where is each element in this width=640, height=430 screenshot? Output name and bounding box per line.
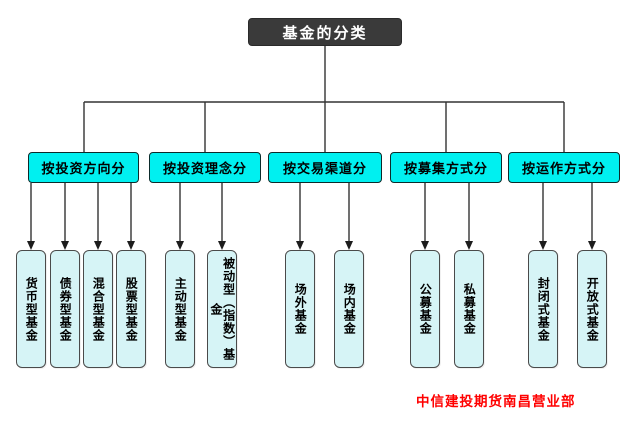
category-trading-channel: 按交易渠道分 [268, 152, 382, 183]
category-label: 按投资方向分 [41, 161, 126, 176]
leaf-open-end-fund: 开放式基金 [577, 250, 607, 368]
leaf-label: 私募基金 [462, 283, 477, 335]
leaf-bond-fund: 债券型基金 [50, 250, 80, 368]
leaf-hybrid-fund: 混合型基金 [83, 250, 113, 368]
leaf-otc-fund: 场外基金 [285, 250, 315, 368]
category-label: 按投资理念分 [162, 161, 247, 176]
category-investment-direction: 按投资方向分 [28, 152, 139, 183]
category-fundraising-method: 按募集方式分 [390, 152, 502, 183]
diagram-title-label: 基金的分类 [282, 24, 368, 42]
leaf-label: 货币型基金 [24, 276, 39, 342]
category-label: 按运作方式分 [521, 161, 606, 176]
leaf-closed-end-fund: 封闭式基金 [528, 250, 558, 368]
leaf-label: 债券型基金 [58, 276, 73, 342]
leaf-label: 场外基金 [293, 283, 308, 335]
category-label: 按交易渠道分 [282, 161, 367, 176]
leaf-active-fund: 主动型基金 [165, 250, 195, 368]
branding-watermark: 中信建投期货南昌营业部 [416, 394, 576, 409]
leaf-passive-index-fund: 被动型（指数）基金 [207, 250, 237, 368]
leaf-label: 开放式基金 [585, 276, 600, 342]
category-operation-method: 按运作方式分 [508, 152, 620, 183]
category-investment-philosophy: 按投资理念分 [149, 152, 261, 183]
arrowheads [27, 241, 596, 250]
leaf-currency-fund: 货币型基金 [16, 250, 46, 368]
leaf-label: 股票型基金 [124, 276, 139, 342]
leaf-label: 被动型（指数）基金 [209, 257, 236, 361]
leaf-public-fund: 公募基金 [410, 250, 440, 368]
leaf-label: 公募基金 [418, 283, 433, 335]
leaf-label: 混合型基金 [91, 276, 106, 342]
leaf-label: 封闭式基金 [536, 276, 551, 342]
leaf-private-fund: 私募基金 [454, 250, 484, 368]
leaf-label: 主动型基金 [173, 276, 188, 342]
diagram-title: 基金的分类 [248, 18, 402, 46]
leaf-exchange-fund: 场内基金 [334, 250, 364, 368]
category-label: 按募集方式分 [403, 161, 488, 176]
leaf-label: 场内基金 [342, 283, 357, 335]
leaf-stock-fund: 股票型基金 [116, 250, 146, 368]
